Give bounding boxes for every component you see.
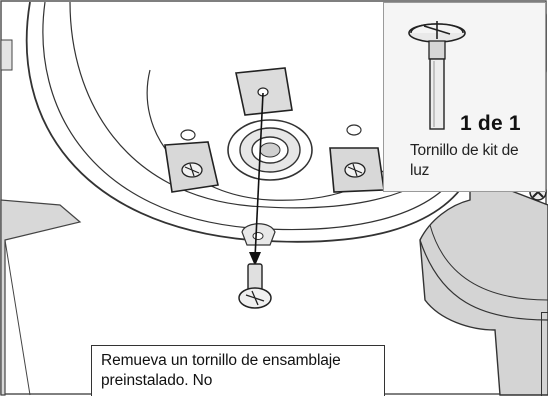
removal-arrow (254, 92, 264, 259)
part-callout-panel: 1 de 1 Tornillo de kit de luz (383, 2, 546, 192)
light-kit-screw-icon (408, 21, 466, 130)
quantity-label: 1 de 1 (460, 112, 521, 135)
part-name-label: Tornillo de kit de luz (410, 142, 519, 179)
adjacent-step-frame (541, 312, 548, 396)
instruction-text: Remueva un tornillo de ensamblaje preins… (101, 352, 341, 389)
instruction-text-box: Remueva un tornillo de ensamblaje preins… (91, 345, 385, 396)
arrow-head (249, 252, 261, 266)
removed-screw (238, 263, 272, 309)
